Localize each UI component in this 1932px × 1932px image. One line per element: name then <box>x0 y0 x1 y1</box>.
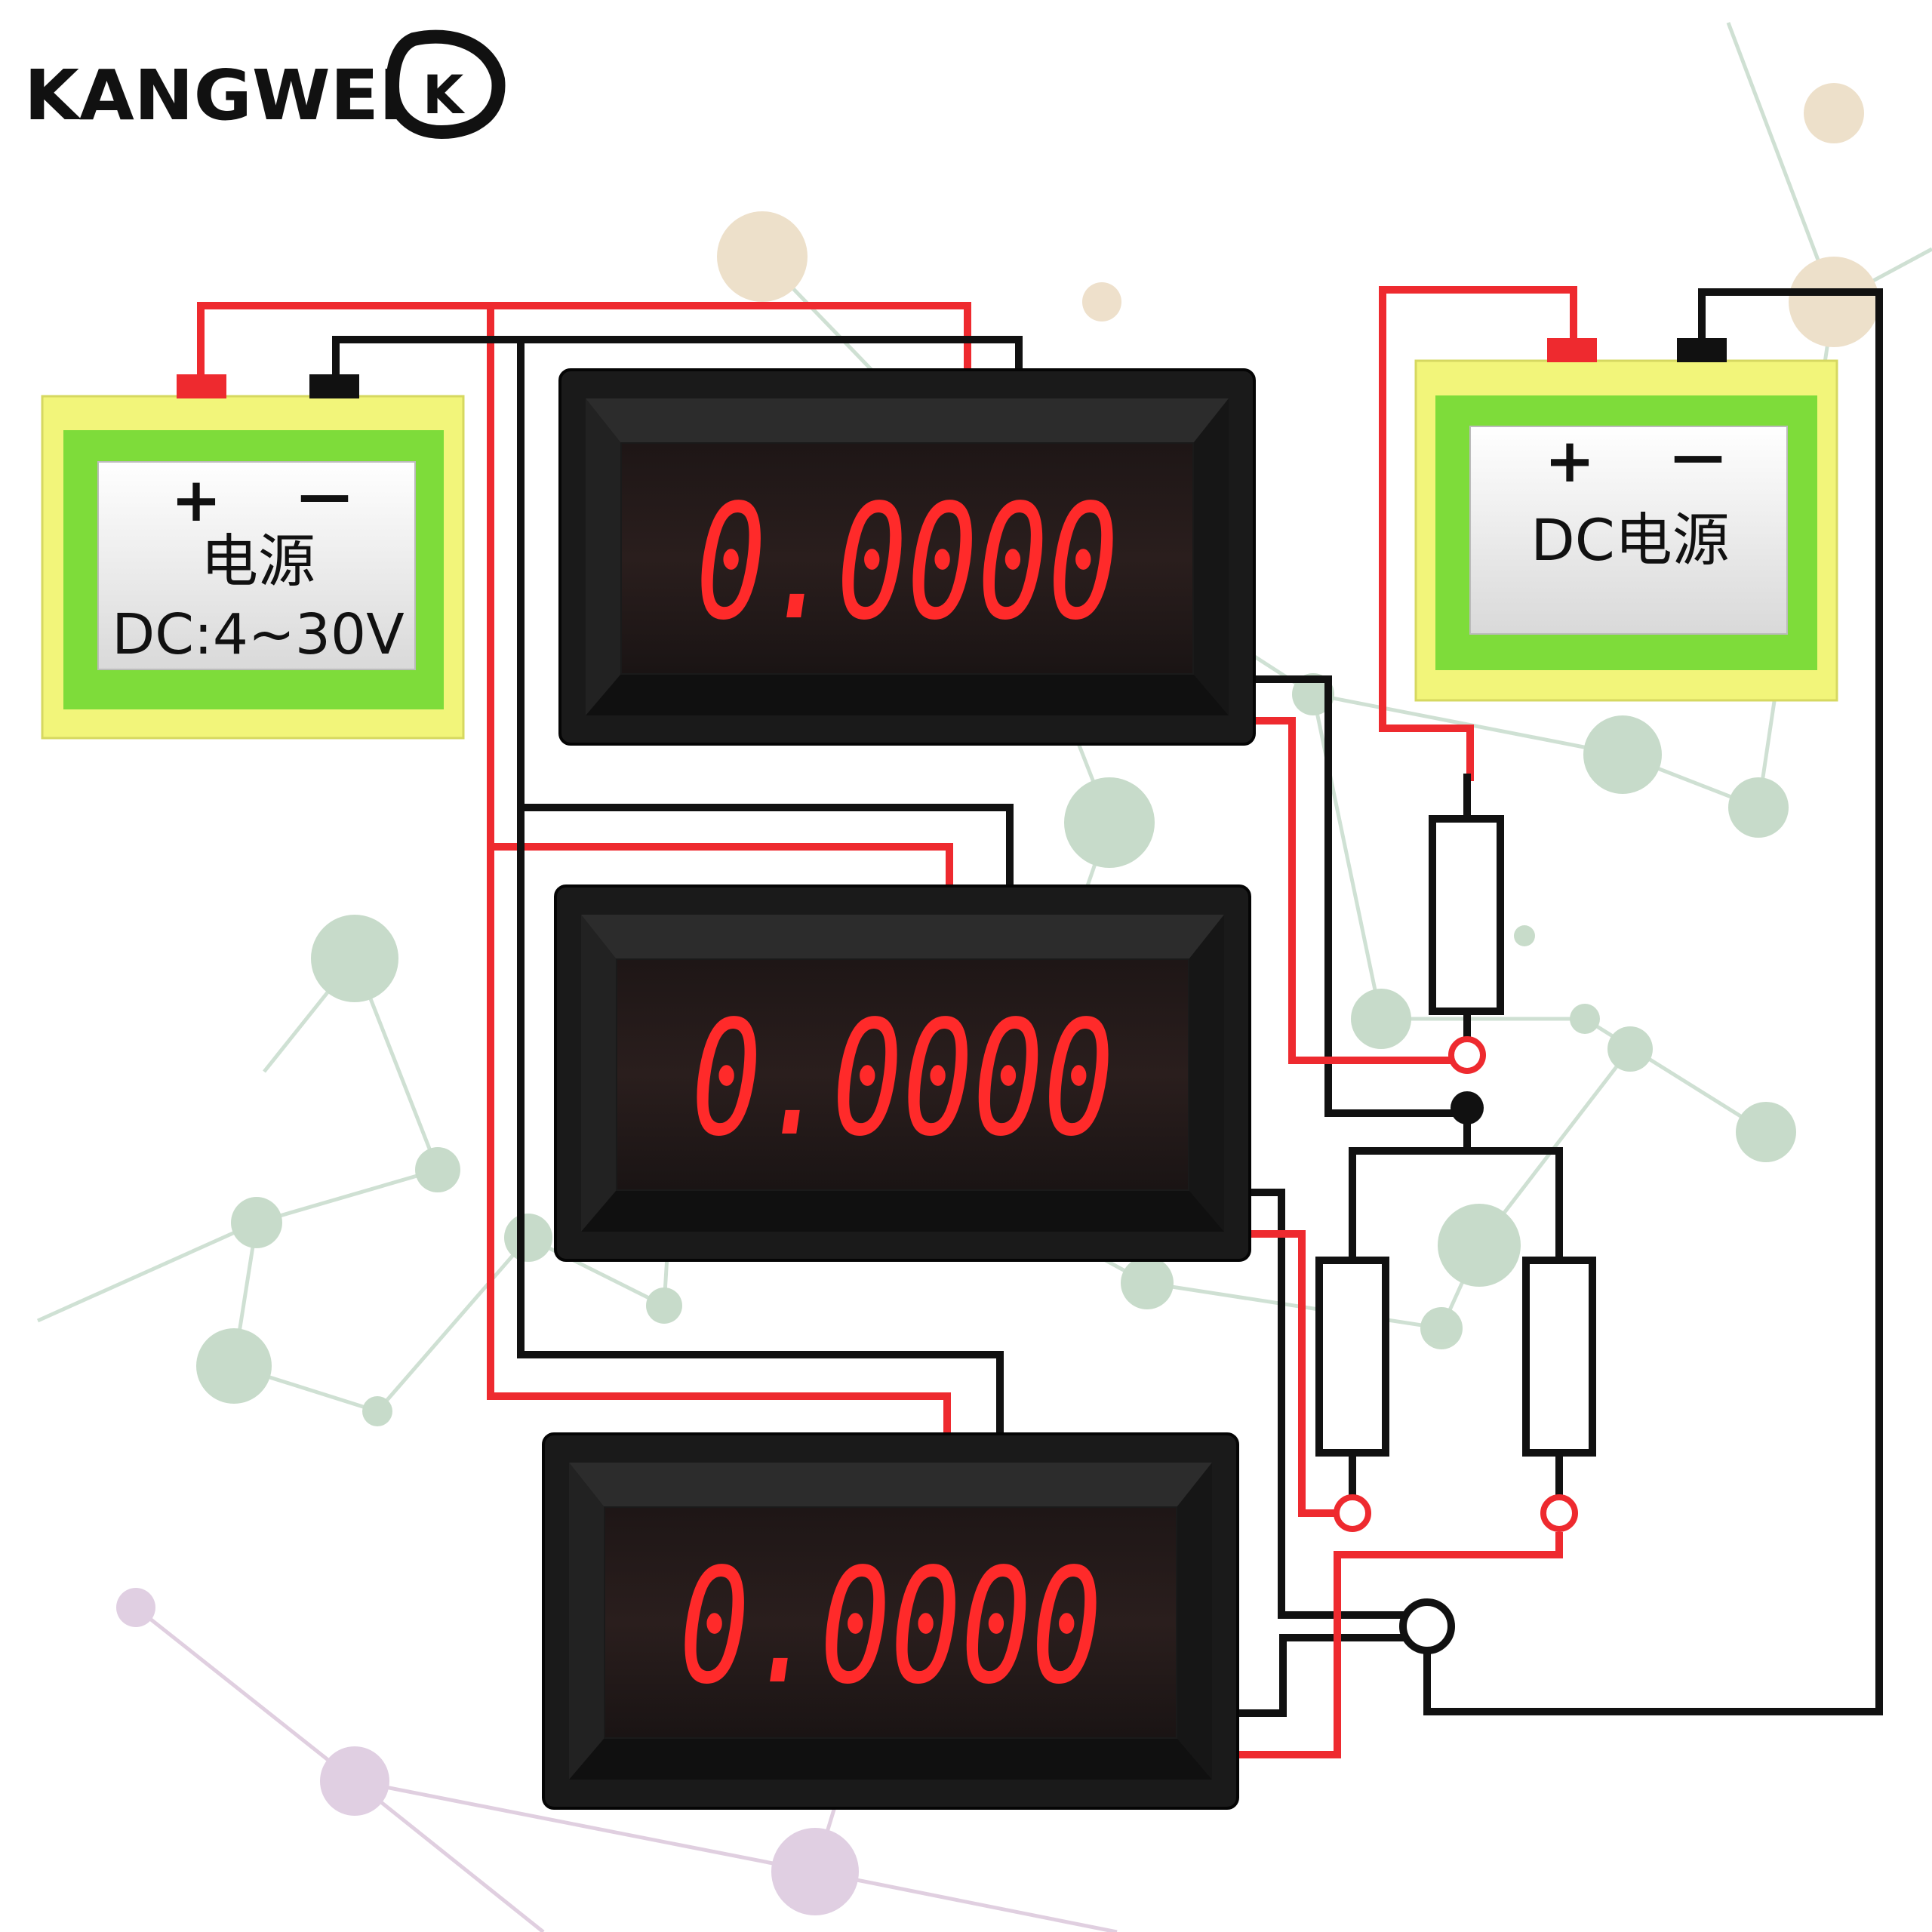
red-wire-psu-right <box>1379 286 1577 781</box>
psu-left-title: 电源 <box>201 528 315 595</box>
resistor-3 <box>1522 1257 1596 1457</box>
terminals <box>1334 1036 1578 1654</box>
psu-right-positive-terminal <box>1547 338 1597 362</box>
black-wire-junction <box>1349 1104 1471 1264</box>
resistor-2 <box>1315 1257 1389 1457</box>
psu-right-minus: — <box>1672 425 1724 487</box>
brand-logo: KANGWEI K <box>24 29 506 140</box>
power-supply-left: + — 电源 DC:4~30V <box>41 374 465 740</box>
psu-right-title: DC电源 <box>1531 506 1730 574</box>
black-wire-meter3-out <box>1234 1634 1407 1717</box>
red-wire-meter2-out <box>1246 1230 1338 1517</box>
terminal-r1-bottom <box>1448 1036 1486 1074</box>
resistors <box>1315 815 1596 1457</box>
power-supply-right: + — DC电源 <box>1414 338 1838 702</box>
psu-right-plus: + <box>1544 426 1595 496</box>
black-wire-meter1-out <box>1251 675 1471 1117</box>
black-wire-psu-right <box>1423 288 1883 1715</box>
meter-2-reading: 0.0000 <box>691 986 1114 1171</box>
black-wire-junction-right <box>1463 1147 1563 1264</box>
terminal-common <box>1399 1598 1455 1654</box>
psu-right-negative-terminal <box>1677 338 1727 362</box>
red-wire-meter3-out <box>1234 1532 1563 1758</box>
brand-mark-icon: K <box>385 29 506 140</box>
wires <box>197 286 1883 1758</box>
meter-3-reading: 0.0000 <box>679 1534 1102 1719</box>
psu-left-plus: + <box>171 465 221 535</box>
terminal-r3-bottom <box>1540 1494 1578 1532</box>
brand-name: KANGWEI <box>24 55 405 136</box>
meter-1-reading: 0.0000 <box>696 470 1118 655</box>
brand-mark-letter: K <box>423 64 466 126</box>
terminal-r2-bottom <box>1334 1494 1371 1532</box>
meter-1-screen <box>622 444 1192 673</box>
psu-left-positive-terminal <box>177 374 226 398</box>
meter-2: 0.0000 <box>554 884 1251 1262</box>
psu-left-negative-terminal <box>309 374 359 398</box>
red-wire-meter1-out <box>1251 717 1451 1064</box>
psu-left-minus: — <box>298 464 351 526</box>
red-wire-trunk <box>487 302 951 1441</box>
black-wire-trunk <box>517 336 1004 1441</box>
black-wire-psu-left <box>332 336 1023 385</box>
meter-2-screen <box>617 960 1188 1189</box>
meter-1: 0.0000 <box>558 368 1256 746</box>
black-wire-meter2 <box>517 804 1014 891</box>
black-wire-meter2-out <box>1246 1189 1407 1619</box>
psu-left-spec: DC:4~30V <box>112 602 405 667</box>
junction-node <box>1451 1091 1484 1124</box>
meter-3: 0.0000 <box>542 1432 1239 1810</box>
meter-3-screen <box>605 1508 1176 1737</box>
resistor-1 <box>1429 815 1504 1015</box>
red-wire-meter2 <box>487 843 953 891</box>
